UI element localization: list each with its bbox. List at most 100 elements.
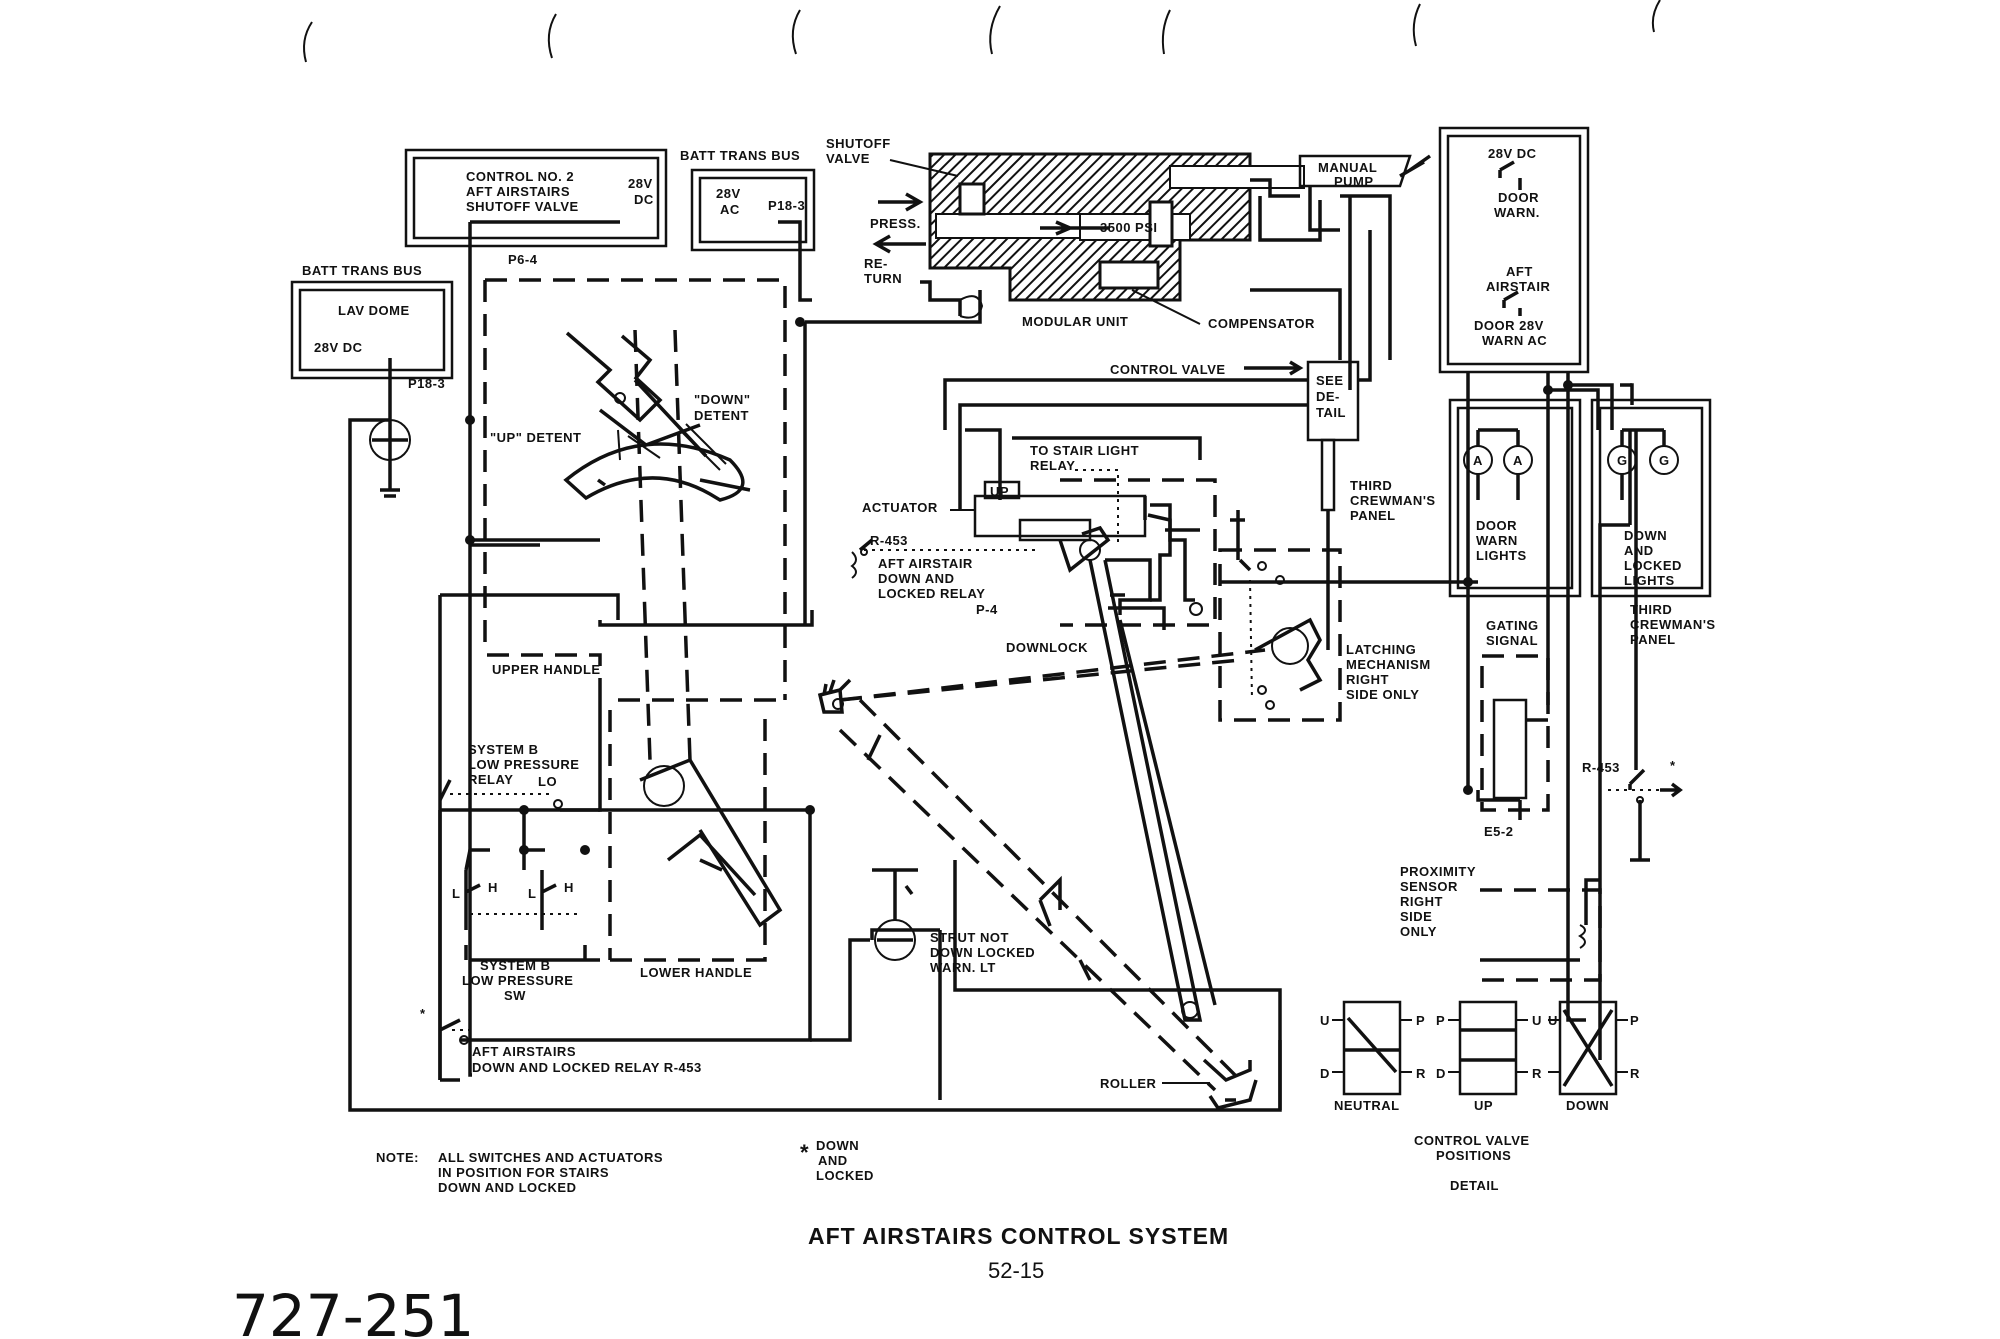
lamp-g-label-2: G bbox=[1659, 453, 1670, 468]
p-left-label: P bbox=[1436, 1013, 1445, 1028]
lamp-g-label: G bbox=[1617, 453, 1628, 468]
crewmans-right-label: CREWMAN'S bbox=[1630, 617, 1716, 632]
aft-label: AFT bbox=[1506, 264, 1533, 279]
down-locked-lights-panel: G G DOWN AND LOCKED LIGHTS THIRD CREWMAN… bbox=[1590, 398, 1716, 770]
latching-mechanism: LATCHING MECHANISM RIGHT SIDE ONLY bbox=[1218, 510, 1431, 722]
right-label: RIGHT bbox=[1346, 672, 1389, 687]
page-number: 52-15 bbox=[988, 1258, 1044, 1283]
warn-lt-label: WARN. LT bbox=[930, 960, 996, 975]
panel-label: PANEL bbox=[1350, 508, 1396, 523]
positions-caption: POSITIONS bbox=[1436, 1148, 1511, 1163]
asterisk-note-line-3: LOCKED bbox=[816, 1168, 874, 1183]
compensator-label: COMPENSATOR bbox=[1208, 316, 1315, 331]
detail-caption: DETAIL bbox=[1450, 1178, 1499, 1193]
low-pressure-sw-label: LOW PRESSURE bbox=[462, 973, 573, 988]
l-label: L bbox=[452, 886, 460, 901]
manual-pump: MANUAL PUMP bbox=[1298, 154, 1432, 189]
28v-dc-label: 28V DC bbox=[314, 340, 363, 355]
note-line-3: DOWN AND LOCKED bbox=[438, 1180, 576, 1195]
junction-dot bbox=[1463, 785, 1473, 795]
28v-dc-right-label: 28V DC bbox=[1488, 146, 1537, 161]
system-b-label: SYSTEM B bbox=[468, 742, 538, 757]
door-label: DOOR bbox=[1498, 190, 1539, 205]
shutoff-valve-label: SHUTOFF VALVE bbox=[466, 199, 579, 214]
neutral-position-symbol: U D P R NEUTRAL bbox=[1320, 1000, 1426, 1113]
up-detent-label: "UP" DETENT bbox=[490, 430, 582, 445]
actuator-assembly: TO STAIR LIGHT RELAY UP ACTUATOR bbox=[862, 443, 1200, 602]
low-pressure-label: LOW PRESSURE bbox=[468, 757, 579, 772]
r-down-label: R bbox=[1630, 1066, 1640, 1081]
junction-dot bbox=[465, 535, 475, 545]
asterisk-symbol: * bbox=[800, 1140, 809, 1165]
door-warn-lights-label: DOOR bbox=[1476, 518, 1517, 533]
actuator-label: ACTUATOR bbox=[862, 500, 938, 515]
d-label: D bbox=[1320, 1066, 1330, 1081]
locked-label: LOCKED bbox=[1624, 558, 1682, 573]
relay-label: RELAY bbox=[468, 772, 513, 787]
e5-2-label: E5-2 bbox=[1484, 824, 1513, 839]
locked-relay-label: LOCKED RELAY bbox=[878, 586, 985, 601]
control-no2-power-box: CONTROL NO. 2 AFT AIRSTAIRS SHUTOFF VALV… bbox=[404, 148, 668, 267]
strut-warn-light: STRUT NOT DOWN LOCKED WARN. LT bbox=[872, 868, 1035, 975]
lower-handle-mechanism bbox=[633, 329, 783, 928]
dc-label: DC bbox=[634, 192, 654, 207]
u-right-label: U bbox=[1532, 1013, 1542, 1028]
down-position-symbol: U P R DOWN bbox=[1548, 1000, 1640, 1113]
gating-signal-module: GATING SIGNAL E5-2 bbox=[1480, 618, 1550, 839]
down-label: DOWN bbox=[1624, 528, 1667, 543]
only-label: ONLY bbox=[1400, 924, 1437, 939]
u-down-label: U bbox=[1548, 1013, 1558, 1028]
press-arrow-icon bbox=[878, 192, 924, 212]
upper-handle-mechanism: "UP" DETENT "DOWN" DETENT bbox=[490, 331, 751, 502]
r-right-label: R bbox=[1532, 1066, 1542, 1081]
note-line-1: ALL SWITCHES AND ACTUATORS bbox=[438, 1150, 663, 1165]
sensor-label: SENSOR bbox=[1400, 879, 1458, 894]
modular-unit-label: MODULAR UNIT bbox=[1022, 314, 1128, 329]
l-label-2: L bbox=[528, 886, 536, 901]
28v-ac-label: 28V bbox=[716, 186, 741, 201]
ac-label: AC bbox=[720, 202, 740, 217]
control-valve-detail: U D P R NEUTRAL P D U R UP U P R DOWN CO… bbox=[1320, 1000, 1640, 1193]
mechanism-label: MECHANISM bbox=[1346, 657, 1431, 672]
right-wiring bbox=[1220, 372, 1634, 1060]
system-b-low-pressure-switch: L H L H SYSTEM B LOW PRESSURE SW bbox=[452, 848, 580, 1003]
arrow-icon bbox=[1660, 782, 1683, 798]
note-block: NOTE: ALL SWITCHES AND ACTUATORS IN POSI… bbox=[376, 1150, 663, 1195]
p6-4-label: P6-4 bbox=[508, 252, 538, 267]
junction-dot bbox=[1543, 385, 1553, 395]
p-down-label: P bbox=[1630, 1013, 1639, 1028]
third-label: THIRD bbox=[1350, 478, 1392, 493]
proximity-sensor: PROXIMITY SENSOR RIGHT SIDE ONLY bbox=[1400, 864, 1602, 982]
control-valve-label: CONTROL VALVE bbox=[1110, 362, 1226, 377]
shutoff-label: SHUTOFF bbox=[826, 136, 891, 151]
warn-ac-label: WARN AC bbox=[1482, 333, 1547, 348]
h-label: H bbox=[488, 880, 498, 895]
roller-label: ROLLER bbox=[1100, 1076, 1157, 1091]
up-position-symbol: P D U R UP bbox=[1436, 1000, 1542, 1113]
r-label: R bbox=[1416, 1066, 1426, 1081]
sw-label: SW bbox=[504, 988, 526, 1003]
hydraulic-modular-unit: 3500 PSI SHUTOFF VALVE PRESS. RE- TURN M… bbox=[826, 136, 1315, 331]
batt-trans-bus-mid-label: BATT TRANS BUS bbox=[680, 148, 800, 163]
up-label: UP bbox=[990, 484, 1009, 499]
airstair-label: AIRSTAIR bbox=[1486, 279, 1551, 294]
stair-structure: ROLLER bbox=[817, 559, 1266, 1110]
28v-ac-power-box: BATT TRANS BUS 28V AC P18-3 bbox=[680, 148, 816, 252]
left-wiring bbox=[348, 220, 1282, 1112]
junction-dot bbox=[795, 317, 805, 327]
lights-down-label: LIGHTS bbox=[1624, 573, 1675, 588]
aft-airstairs-relay: * AFT AIRSTAIRS DOWN AND LOCKED RELAY R-… bbox=[420, 1006, 701, 1075]
lav-dome-label: LAV DOME bbox=[338, 303, 410, 318]
door-warn-lights-panel: A A DOOR WARN LIGHTS THIRD CREWMAN'S PAN… bbox=[1350, 398, 1582, 598]
down-position-label: DOWN bbox=[1566, 1098, 1609, 1113]
asterisk-mark: * bbox=[1670, 758, 1676, 773]
return-arrow-icon bbox=[872, 234, 926, 254]
warn-label: WARN. bbox=[1494, 205, 1540, 220]
3500-psi-label: 3500 PSI bbox=[1100, 220, 1158, 235]
crewmans-label: CREWMAN'S bbox=[1350, 493, 1436, 508]
manual-label: MANUAL bbox=[1318, 160, 1377, 175]
press-label: PRESS. bbox=[870, 216, 921, 231]
p-label: P bbox=[1416, 1013, 1425, 1028]
aft-airstairs-label: AFT AIRSTAIRS bbox=[466, 184, 570, 199]
